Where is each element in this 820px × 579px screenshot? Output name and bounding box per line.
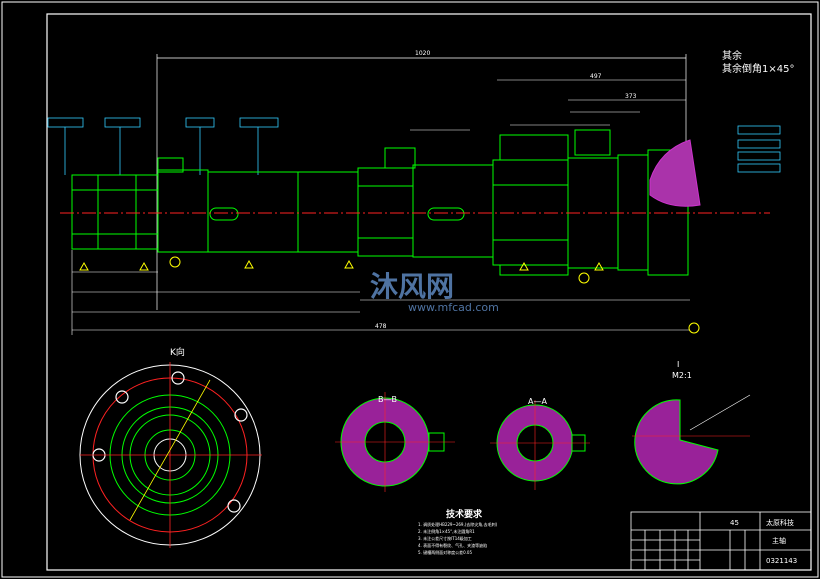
section-aa (490, 400, 590, 490)
note-line-2: 其余倒角1×45° (722, 62, 794, 75)
watermark: 沐风网 www.mfcad.com (370, 270, 499, 314)
tech-line-5: 5. 键槽两侧面对称度公差0.05 (418, 549, 472, 555)
section-aa-label: A—A (528, 397, 547, 406)
watermark-url: www.mfcad.com (408, 301, 499, 314)
detail-scale: M2:1 (672, 371, 692, 380)
tech-req-title: 技术要求 (446, 508, 483, 520)
tech-req-lines: 1. 调质处理HB229~269,(去除尖角,去毛刺) 2. 未注倒角1×45°… (418, 521, 498, 555)
inner-border (46, 13, 812, 571)
title-material: 45 (730, 519, 739, 527)
tech-line-4: 4. 表面不得有裂纹、气孔、夹渣等缺陷 (418, 542, 487, 548)
title-block (630, 511, 812, 571)
title-code: 0321143 (766, 557, 797, 565)
note-line-1: 其余 (722, 49, 742, 62)
datum-marks (79, 256, 700, 334)
tolerance-frames (47, 117, 781, 175)
dim-497: 497 (590, 73, 602, 80)
shaft-outline (71, 129, 689, 276)
section-bb (335, 392, 455, 492)
detail-i-label: I (677, 360, 679, 369)
dim-478: 478 (375, 323, 387, 330)
view-k-label: K向 (170, 346, 185, 358)
title-company: 太原科技 (766, 518, 794, 527)
title-name: 主轴 (772, 536, 786, 545)
lower-dimensions (71, 250, 690, 335)
tech-line-1: 1. 调质处理HB229~269,(去除尖角,去毛刺) (418, 521, 498, 527)
section-bb-label: B—B (378, 395, 397, 404)
tech-line-3: 3. 未注公差尺寸按IT14级加工 (418, 535, 472, 541)
detail-i (632, 394, 751, 485)
watermark-brand: 沐风网 (370, 270, 454, 303)
dim-373: 373 (625, 93, 637, 100)
dim-overall: 1020 (415, 50, 430, 57)
tech-line-2: 2. 未注倒角1×45°,未注圆角R1 (418, 528, 475, 534)
view-k-flange (79, 362, 262, 548)
upper-dimensions (410, 79, 686, 131)
section-hatch-right (649, 139, 701, 207)
